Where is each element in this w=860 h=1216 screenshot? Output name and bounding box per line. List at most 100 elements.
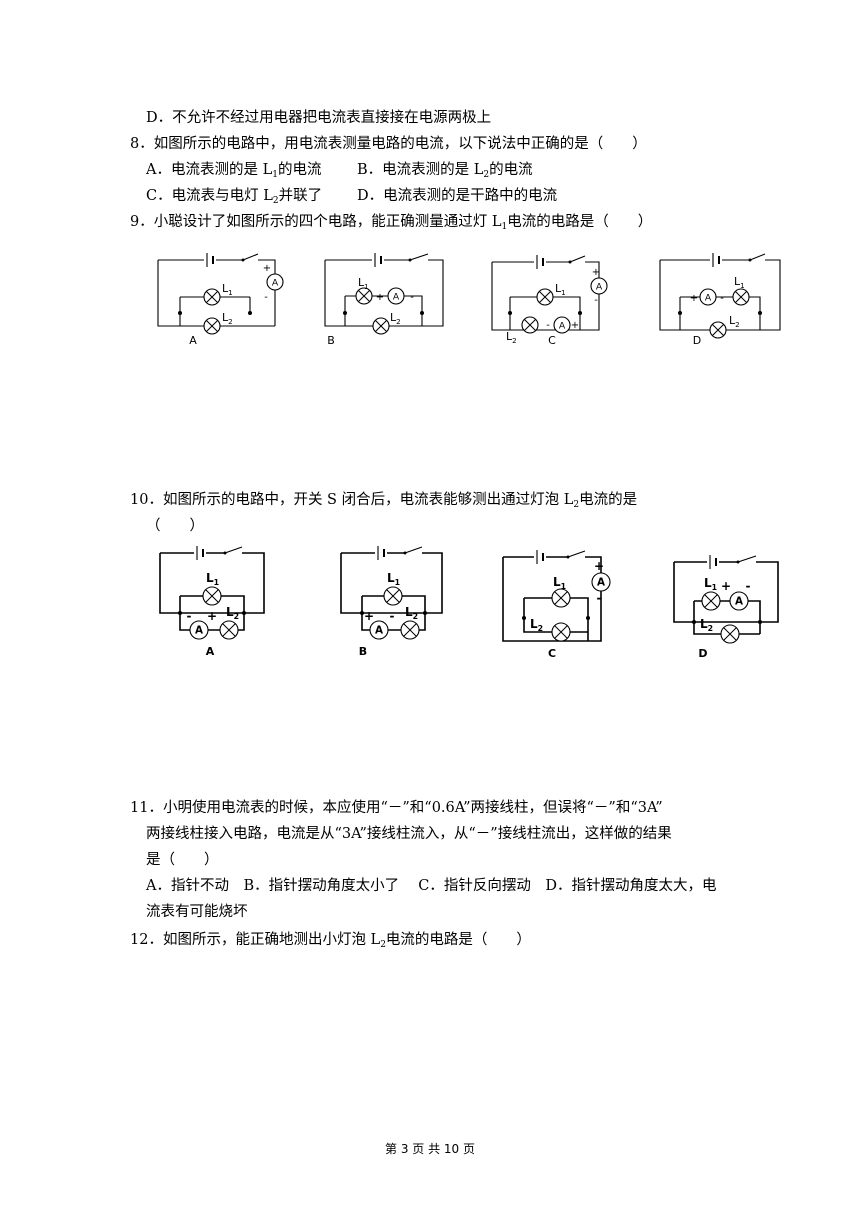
wire — [510, 296, 581, 330]
lamp-cross — [205, 589, 219, 603]
lamp-label: L2 — [530, 617, 543, 633]
lamp-label: L2 — [729, 314, 740, 329]
plus-sign: + — [690, 293, 698, 304]
lamp-label: L2 — [405, 605, 418, 621]
lamp-label: L2 — [506, 330, 517, 345]
q11-line1: 11．小明使用电流表的时候，本应使用“－”和“0.6A”两接线柱，但误将“－”和… — [130, 800, 663, 816]
lamp-cross — [523, 318, 537, 332]
lamp-cross — [374, 319, 388, 333]
ammeter-icon — [729, 591, 749, 611]
lamp-cross — [386, 589, 400, 603]
ammeter-label: A — [375, 625, 383, 637]
ammeter-label: A — [559, 321, 566, 332]
junction-dot — [423, 611, 427, 615]
lamp-label: L1 — [555, 282, 566, 297]
battery-gap — [375, 547, 387, 559]
minus-sign: - — [187, 609, 192, 623]
wire — [659, 259, 781, 331]
circuit-label-a: A — [189, 334, 197, 347]
lamp-cross — [554, 591, 568, 605]
lamp-label: L1 — [222, 282, 233, 297]
switch-blade — [569, 255, 586, 263]
plus-sign: + — [594, 559, 604, 573]
q11-options-cont: 流表有可能烧坏 — [146, 904, 248, 920]
circuit-label-d: D — [698, 647, 707, 660]
plus-sign: + — [376, 292, 384, 303]
ammeter-icon — [266, 273, 284, 291]
q8-option-a: A．电流表测的是 L1的电流 — [146, 162, 322, 180]
battery-gap — [194, 547, 206, 559]
circuit-label-d: D — [693, 334, 701, 347]
lamp-cross — [704, 594, 718, 608]
ammeter-icon — [699, 288, 717, 306]
switch-gap — [225, 550, 242, 556]
minus-sign: - — [410, 292, 414, 303]
lamp-label: L1 — [553, 575, 566, 591]
lamp-cross — [711, 323, 725, 337]
ammeter-label: A — [393, 292, 400, 303]
ammeter-label: A — [597, 577, 605, 589]
wire — [324, 259, 444, 327]
lamp-label: L2 — [226, 605, 239, 621]
wire — [524, 597, 589, 641]
q8-option-c: C．电流表与电灯 L2并联了 — [146, 188, 323, 206]
wire — [491, 261, 600, 331]
q11-options: A．指针不动 B．指针摆动角度太小了 C．指针反向摆动 D．指针摆动角度太大，电 — [146, 878, 717, 894]
battery-gap — [710, 254, 722, 266]
circuit-label-a: A — [206, 645, 215, 658]
junction-dot — [343, 311, 347, 315]
q11-line3: 是（ ） — [146, 852, 219, 868]
switch-gap — [738, 559, 756, 565]
minus-sign: - — [597, 591, 602, 605]
switch-gap — [243, 257, 258, 263]
lamp-cross — [734, 290, 748, 304]
lamp-cross — [205, 319, 219, 333]
switch-gap — [568, 554, 585, 560]
minus-sign: - — [746, 579, 751, 593]
junction-dot — [178, 611, 182, 615]
junction-dot — [242, 611, 246, 615]
q8-stem: 8．如图所示的电路中，用电流表测量电路的电流，以下说法中正确的是（ ） — [130, 136, 647, 152]
lamp-label: L2 — [222, 311, 233, 326]
q7-option-d: D．不允许不经过用电器把电流表直接接在电源两极上 — [146, 110, 492, 126]
lamp-label: L1 — [734, 275, 745, 290]
q10-stem-cont: （ ） — [146, 518, 204, 534]
junction-dot — [758, 620, 762, 624]
lamp-cross — [554, 625, 568, 639]
ammeter-label: A — [735, 596, 743, 608]
plus-sign: + — [571, 320, 579, 331]
ammeter-icon — [590, 277, 608, 295]
circuit-label-b: B — [359, 645, 367, 658]
junction-dot — [420, 311, 424, 315]
circuit-label-c: C — [548, 334, 556, 347]
switch-blade — [567, 550, 586, 558]
ammeter-label: A — [705, 293, 712, 304]
plus-sign: + — [364, 609, 374, 623]
ammeter-label: A — [272, 278, 279, 289]
lamp-cross — [538, 290, 552, 304]
battery-gap — [372, 254, 384, 266]
lamp-label: L1 — [206, 571, 219, 587]
junction-dot — [178, 311, 182, 315]
page-footer: 第 3 页 共 10 页 — [385, 1142, 475, 1156]
junction-dot — [758, 311, 762, 315]
plus-sign: + — [207, 609, 217, 623]
lamp-cross — [403, 623, 417, 637]
ammeter-icon — [387, 287, 405, 305]
junction-dot — [248, 311, 252, 315]
ammeter-icon — [189, 620, 209, 640]
junction-dot — [522, 616, 526, 620]
plus-sign: + — [263, 263, 271, 274]
junction-dot — [692, 620, 696, 624]
plus-sign: + — [592, 267, 600, 278]
lamp-label: L1 — [387, 571, 400, 587]
q9-stem: 9．小聪设计了如图所示的四个电路，能正确测量通过灯 L1电流的电路是（ ） — [130, 214, 653, 232]
q8-option-b: B．电流表测的是 L2的电流 — [357, 162, 533, 180]
switch-gap — [570, 259, 585, 265]
lamp-label: L2 — [390, 311, 401, 326]
lamp-cross — [205, 290, 219, 304]
lamp-label: L2 — [700, 617, 713, 633]
switch-gap — [405, 550, 422, 556]
junction-dot — [360, 611, 364, 615]
